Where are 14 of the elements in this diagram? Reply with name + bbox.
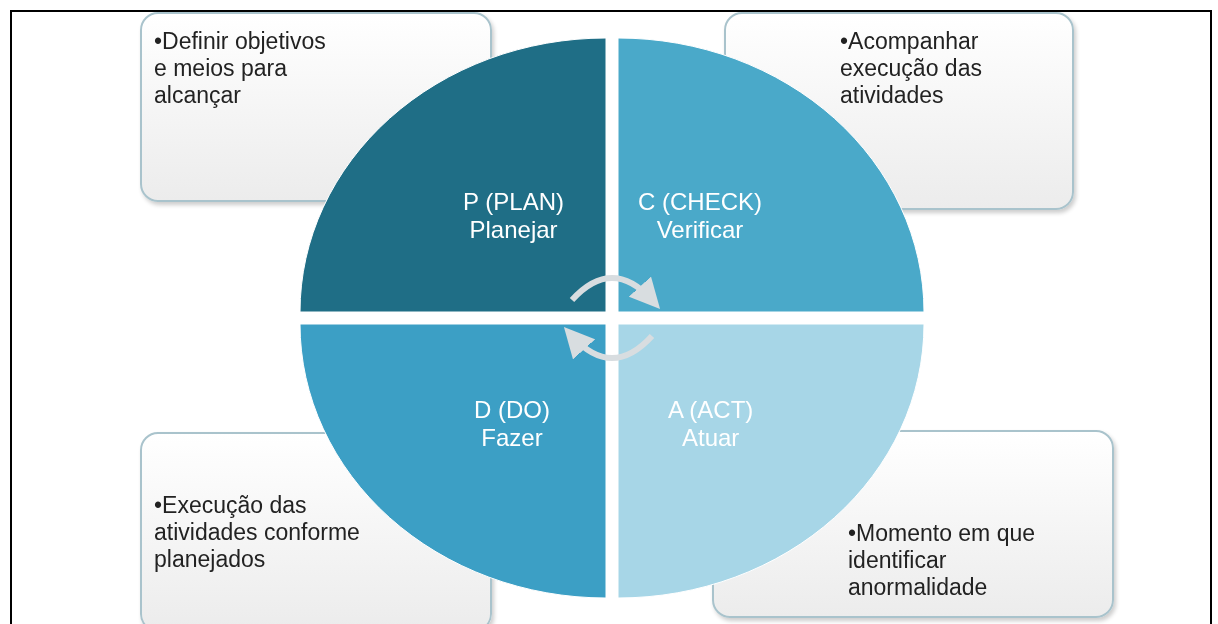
note-text: •Execução das atividades conforme planejados [154,492,361,573]
quadrant-label: A (ACT) [668,396,754,424]
quadrant-label: Planejar [469,216,558,244]
quadrant-label: Atuar [682,424,740,452]
note-text: •Definir objetivos e meios para alcançar [154,28,327,109]
quadrant-label: P (PLAN) [463,188,564,216]
quadrant-label: Fazer [481,424,543,452]
cycle-arrow [563,327,655,361]
cycle-arrow [569,275,661,309]
note-text: •Acompanhar execução das atividades [840,28,983,109]
quadrant-label: C (CHECK) [638,188,762,216]
quadrant-label: D (DO) [474,396,550,424]
quadrant-label: Verificar [656,216,744,244]
note-text: •Momento em que identificar anormalidade [848,520,1037,601]
